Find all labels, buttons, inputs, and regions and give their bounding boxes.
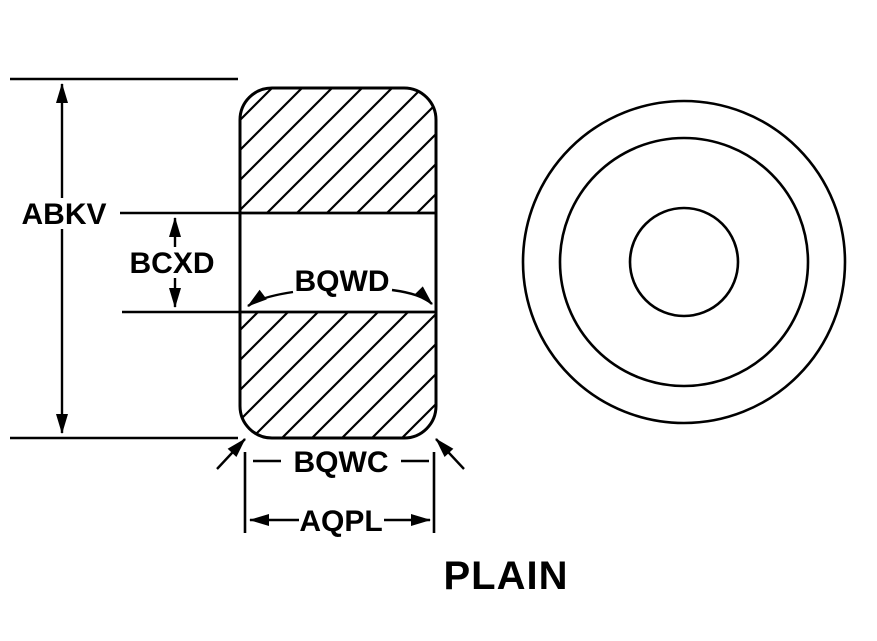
end-view-outer-circle <box>521 99 847 425</box>
end-view <box>521 99 847 425</box>
leader-bqwd-left <box>247 289 294 307</box>
side-view-outline <box>238 86 438 440</box>
hatch-bottom-band <box>240 312 436 438</box>
leader-bqwc-left <box>216 438 246 470</box>
end-view-bore-circle <box>628 206 740 318</box>
label-bqwd: BQWD <box>295 265 390 298</box>
hatch-top-band <box>240 88 436 213</box>
leader-bqwd-right <box>391 286 433 305</box>
labels: ABKV BCXD BQWD BQWC AQPL PLAIN <box>21 198 569 598</box>
side-view <box>238 86 438 440</box>
label-abkv: ABKV <box>21 198 106 231</box>
caption-plain: PLAIN <box>444 554 569 598</box>
dimensions <box>10 77 465 533</box>
label-bqwc: BQWC <box>294 446 389 479</box>
leader-bqwc-right <box>435 438 465 470</box>
end-view-middle-circle <box>558 136 810 388</box>
label-aqpl: AQPL <box>299 505 382 538</box>
label-bcxd: BCXD <box>129 247 214 280</box>
